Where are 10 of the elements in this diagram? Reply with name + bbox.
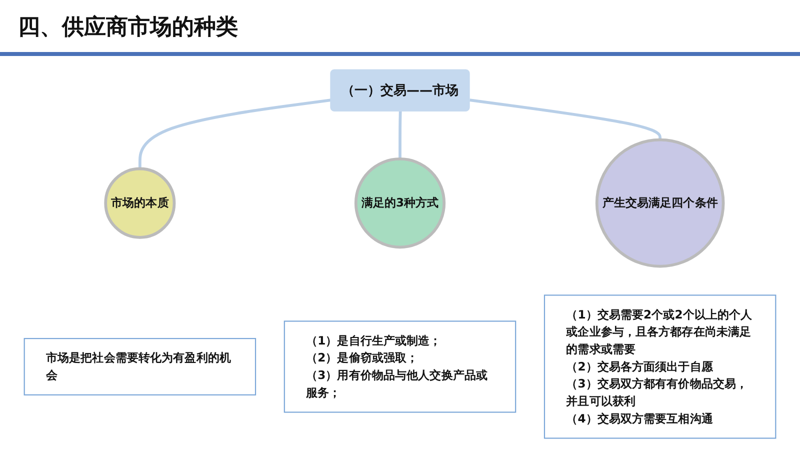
connector — [138, 98, 332, 169]
node-box: 市场是把社会需要转化为有盈利的机会 — [24, 338, 256, 396]
node-box: （1）是自行生产或制造； （2）是偷窃或强取； （3）用有价物品与他人交换产品或服务； — [284, 320, 516, 413]
node-circle: 市场的本质 — [104, 167, 176, 239]
slide-title: 四、供应商市场的种类 — [18, 14, 238, 42]
node-circle: 满足的3种方式 — [354, 158, 446, 249]
node-box: （1）交易需要2个或2个以上的个人或企业参与，且各方都存在尚未满足的需求或需要 （2）交易各方面须出于自愿 （3）交易双方都有有价物品交易，并且可以获利 （4）交易双方需要互相沟通 — [544, 294, 776, 439]
connector — [470, 98, 662, 140]
connector — [398, 111, 402, 159]
node-circle: 产生交易满足四个条件 — [595, 138, 725, 268]
